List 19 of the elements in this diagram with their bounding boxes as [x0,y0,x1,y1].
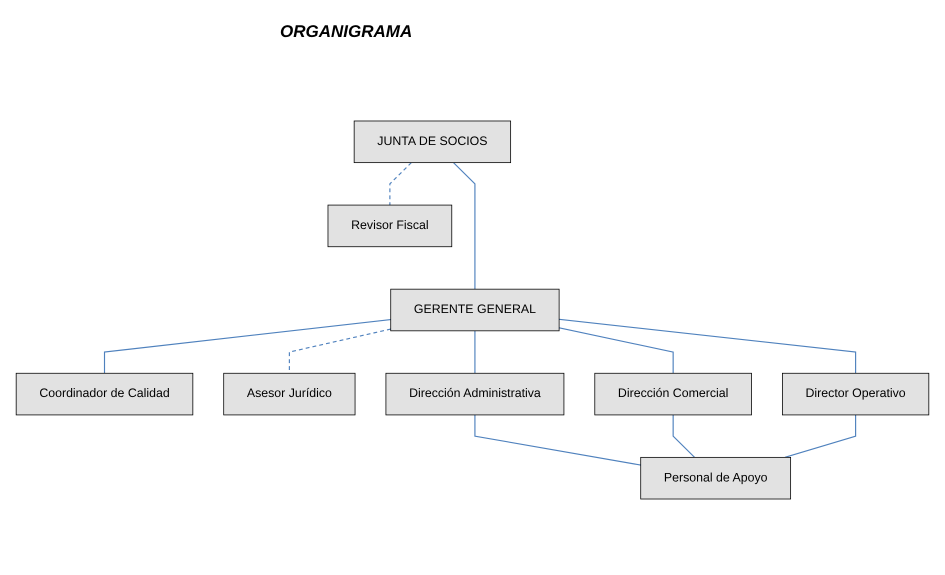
node-box: GERENTE GENERAL [390,288,560,332]
node-box: Coordinador de Calidad [16,372,194,416]
connector [104,318,391,374]
connector [559,327,674,374]
node-box: Revisor Fiscal [328,204,452,248]
node-box: JUNTA DE SOCIOS [354,120,512,164]
connector [672,414,696,458]
node-box: Personal de Apoyo [640,456,792,500]
diagram-title: ORGANIGRAMA [280,22,412,42]
node-box: Dirección Administrativa [386,372,564,416]
node-box: Dirección Comercial [594,372,752,416]
connector [389,162,412,206]
connector [453,162,476,290]
node-box: Asesor Jurídico [223,372,356,416]
connector [784,414,856,458]
connector [474,414,641,466]
connector [474,330,476,374]
connector [559,318,856,374]
node-box: Director Operativo [782,372,930,416]
